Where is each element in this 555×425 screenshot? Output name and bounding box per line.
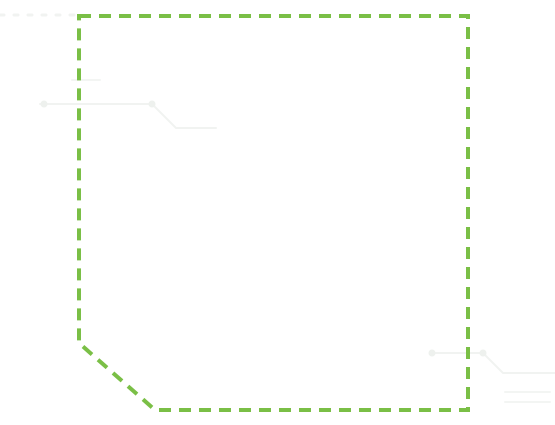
faint-connector-bottom-right — [428, 349, 555, 403]
faint-trace-elbow — [151, 103, 217, 129]
dashed-outline-shape — [77, 14, 470, 412]
faint-node-dot — [428, 349, 436, 357]
faint-trace-elbow — [482, 352, 555, 374]
faint-node-dot — [479, 349, 487, 357]
faint-node-dot — [40, 100, 48, 108]
faint-connector-top-left — [0, 13, 217, 129]
faint-node-dot — [148, 100, 156, 108]
